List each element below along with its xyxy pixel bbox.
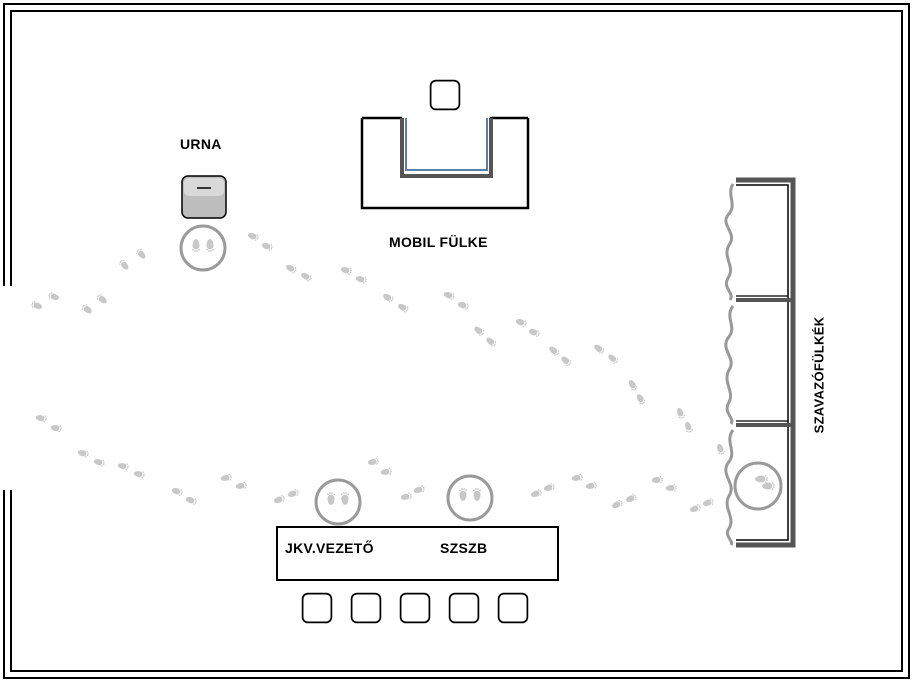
footprint-icon: [665, 483, 678, 492]
footprint-icon: [286, 488, 300, 499]
standing-positions: [179, 224, 783, 526]
footprint-icon: [50, 423, 63, 433]
curtain-3: [724, 429, 735, 546]
footprint-icon: [170, 486, 184, 497]
room-walls: [3, 3, 910, 679]
footprint-icon: [527, 327, 541, 338]
chair-icon: [497, 592, 529, 624]
footprint-icon: [284, 262, 298, 275]
footprint-icon: [456, 300, 470, 311]
voting-booths: [724, 177, 796, 548]
voter-route-footprints: [30, 231, 726, 514]
mobile-booth-chair-icon: [429, 79, 461, 111]
footprint-icon: [30, 300, 44, 311]
booth-position-icon: [733, 461, 783, 511]
footprint-icon: [585, 481, 598, 491]
footprint-icon: [355, 274, 368, 285]
footprint-icon: [592, 342, 606, 356]
chair-icon: [448, 592, 480, 624]
footprint-icon: [472, 324, 486, 338]
mobile-booth: [360, 79, 530, 210]
footprint-icon: [220, 473, 233, 483]
footprint-icon: [683, 420, 694, 434]
footprint-icon: [442, 290, 456, 301]
footprint-icon: [117, 461, 130, 471]
secretary-label: JKV.VEZETŐ: [285, 540, 374, 556]
footprint-icon: [651, 475, 664, 484]
footprint-icon: [542, 482, 556, 493]
footprint-icon: [260, 241, 274, 252]
mobile-booth-label: MOBIL FÜLKE: [389, 234, 488, 250]
footprint-icon: [184, 495, 198, 506]
footprint-icon: [95, 292, 109, 306]
commission-table: [276, 526, 559, 581]
footprint-icon: [93, 457, 106, 468]
footprint-icon: [624, 492, 638, 504]
curtain-2: [724, 305, 735, 425]
footprint-icon: [117, 258, 131, 272]
curtain-1: [724, 183, 735, 301]
footprint-icon: [380, 467, 393, 477]
footprint-icon: [246, 231, 260, 242]
chair-icon: [350, 592, 382, 624]
footprint-icon: [47, 291, 61, 302]
footprint-icon: [610, 498, 624, 510]
footprint-icon: [626, 378, 639, 392]
footprint-icon: [367, 457, 380, 467]
ballot-box-label: URNA: [180, 136, 222, 152]
footprint-icon: [77, 448, 90, 459]
footprint-icon: [675, 406, 686, 420]
chairman-label: SZSZB: [440, 540, 488, 556]
commission-chairs: [301, 592, 529, 624]
footprint-icon: [484, 335, 498, 349]
footprint-icon: [400, 491, 413, 502]
footprint-icon: [340, 265, 353, 276]
footprint-icon: [413, 484, 426, 495]
footprint-icon: [35, 413, 48, 423]
voting-booths-label: SZAVAZÓFÜLKÉK: [811, 316, 827, 434]
footprint-icon: [529, 488, 543, 499]
footprint-icon: [272, 494, 286, 505]
footprint-icon: [134, 247, 148, 261]
footprint-icon: [396, 301, 410, 314]
footprint-icon: [634, 392, 647, 406]
footprint-icon: [715, 442, 726, 456]
urn-position-icon: [179, 224, 227, 272]
footprint-icon: [80, 302, 94, 316]
footprint-icon: [688, 503, 702, 514]
footprint-icon: [559, 354, 573, 368]
secretary-position-icon: [314, 478, 362, 526]
footprint-icon: [133, 469, 146, 479]
footprint-icon: [547, 344, 561, 358]
footprint-icon: [701, 497, 715, 508]
footprint-icon: [235, 481, 248, 491]
chair-icon: [301, 592, 333, 624]
chair-icon: [399, 592, 431, 624]
ballot-box: [181, 175, 227, 219]
footprint-icon: [299, 270, 313, 283]
chairman-position-icon: [446, 474, 494, 522]
footprint-icon: [606, 352, 620, 366]
footprint-icon: [381, 291, 395, 304]
footprint-icon: [514, 317, 528, 328]
footprint-icon: [571, 473, 584, 483]
